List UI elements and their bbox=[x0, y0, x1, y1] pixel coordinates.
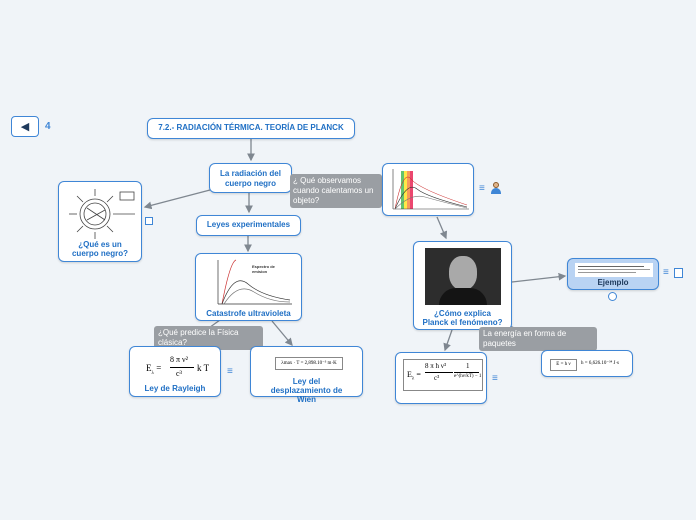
ejemplo-node[interactable]: Ejemplo bbox=[567, 258, 659, 290]
leyes-text: Leyes experimentales bbox=[206, 220, 291, 229]
wien-caption: Ley del desplazamiento de Wien bbox=[270, 377, 343, 404]
h-constant: h = 6,626.10⁻³⁴ J·s bbox=[581, 361, 620, 366]
planck-formula: Eλ = 8 π h ν³ c³ 1 e^(hν/kT) − 1 bbox=[403, 359, 483, 391]
ejemplo-caption: Ejemplo bbox=[597, 278, 629, 287]
link-icon[interactable] bbox=[145, 217, 153, 225]
ejemplo-link-icon[interactable] bbox=[674, 268, 683, 278]
formula-list-icon[interactable]: ≡ bbox=[492, 373, 498, 384]
link-planck-formula bbox=[443, 329, 453, 352]
title-node[interactable]: 7.2.- RADIACIÓN TÉRMICA. TEORÍA DE PLANC… bbox=[147, 118, 355, 139]
page-number: 4 bbox=[45, 121, 51, 132]
spectrum-list-icon[interactable]: ≡ bbox=[479, 183, 485, 194]
planck-caption: ¿Cómo explica Planck el fenómeno? bbox=[422, 309, 503, 327]
spectrum-graph-node[interactable] bbox=[382, 163, 474, 216]
planck-formula-node[interactable]: Eλ = 8 π h ν³ c³ 1 e^(hν/kT) − 1 bbox=[395, 352, 487, 404]
planck-portrait bbox=[425, 248, 501, 305]
back-button[interactable]: ◀ bbox=[11, 116, 39, 137]
catastrofe-caption: Catastrofe ultravioleta bbox=[206, 309, 291, 318]
planck-node[interactable]: ¿Cómo explica Planck el fenómeno? bbox=[413, 241, 512, 330]
espectro-label-a: Espectro de bbox=[252, 264, 276, 269]
cuerpo-negro-image bbox=[69, 189, 135, 239]
back-arrow-icon: ◀ bbox=[20, 121, 30, 133]
radiacion-node[interactable]: La radiación del cuerpo negro bbox=[209, 163, 292, 193]
expand-icon[interactable] bbox=[608, 292, 617, 301]
wien-node[interactable]: λmax · T = 2,898.10⁻³ m·K Ley del despla… bbox=[250, 346, 363, 404]
radiacion-text: La radiación del cuerpo negro bbox=[220, 169, 281, 188]
leyes-node[interactable]: Leyes experimentales bbox=[196, 215, 301, 236]
link-graph-planck bbox=[436, 216, 448, 240]
rayleigh-caption: Ley de Rayleigh bbox=[144, 384, 206, 393]
rayleigh-node[interactable]: Eλ = 8 π ν² c³ k T Ley de Rayleigh bbox=[129, 346, 221, 397]
list-icon[interactable]: ≡ bbox=[227, 366, 233, 377]
cuerpo-negro-caption: ¿Qué es un cuerpo negro? bbox=[71, 240, 128, 258]
observamos-label[interactable]: ¿ Qué observamos cuando calentamos un ob… bbox=[290, 174, 382, 208]
cuerpo-negro-node[interactable]: ¿Qué es un cuerpo negro? bbox=[58, 181, 142, 262]
catastrofe-node[interactable]: Espectro de emision Catastrofe ultraviol… bbox=[195, 253, 302, 321]
catastrofe-graph: Espectro de emision bbox=[217, 259, 292, 305]
person-icon bbox=[490, 182, 502, 194]
paquetes-label[interactable]: La energía en forma de paquetes bbox=[479, 327, 597, 351]
link-planck-ejemplo bbox=[511, 272, 567, 283]
link-catastrofe-wien bbox=[271, 320, 293, 346]
title-text: 7.2.- RADIACIÓN TÉRMICA. TEORÍA DE PLANC… bbox=[158, 123, 344, 132]
espectro-label-b: emision bbox=[252, 269, 268, 274]
spectrum-graph bbox=[392, 169, 469, 210]
energy-formula: E = h ν bbox=[550, 359, 577, 371]
ejemplo-list-icon[interactable]: ≡ bbox=[663, 267, 669, 278]
ejemplo-image bbox=[575, 263, 653, 277]
energy-node[interactable]: E = h ν h = 6,626.10⁻³⁴ J·s bbox=[541, 350, 633, 377]
rayleigh-formula: Eλ = 8 π ν² c³ k T bbox=[146, 355, 210, 378]
wien-formula: λmax · T = 2,898.10⁻³ m·K bbox=[275, 357, 343, 370]
link-radiacion-cuernegro bbox=[143, 189, 211, 210]
